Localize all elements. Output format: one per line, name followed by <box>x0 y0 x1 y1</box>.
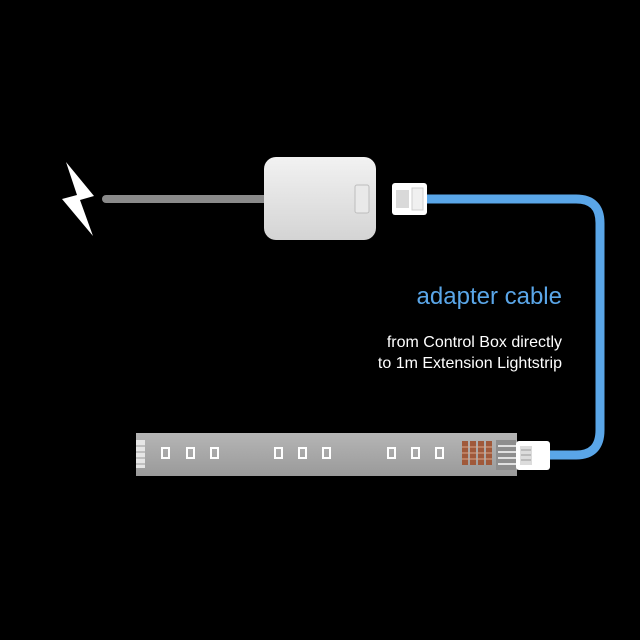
lightning-bolt-icon <box>62 162 94 236</box>
led <box>161 447 170 459</box>
cable-connector-box-end <box>392 183 427 215</box>
description-line: from Control Box directly <box>386 334 562 351</box>
lightstrip-contact-pads <box>462 441 492 465</box>
led-group <box>161 447 219 459</box>
led <box>322 447 331 459</box>
led <box>186 447 195 459</box>
control-box <box>264 157 376 240</box>
led <box>411 447 420 459</box>
led-group <box>274 447 331 459</box>
adapter-cable-label: adapter cable <box>416 283 562 310</box>
led-group <box>387 447 444 459</box>
cable-connector-strip-end <box>516 441 550 470</box>
lightstrip-left-connector <box>136 440 145 468</box>
led <box>387 447 396 459</box>
led <box>435 447 444 459</box>
led <box>298 447 307 459</box>
description-line: to 1m Extension Lightstrip <box>377 355 562 372</box>
control-box-port <box>354 184 370 214</box>
adapter-cable-description: from Control Box directly to 1m Extensio… <box>262 332 562 374</box>
lightstrip-right-pins <box>496 440 516 470</box>
lightstrip <box>136 433 517 476</box>
led <box>274 447 283 459</box>
led <box>210 447 219 459</box>
adapter-cable <box>419 194 605 460</box>
